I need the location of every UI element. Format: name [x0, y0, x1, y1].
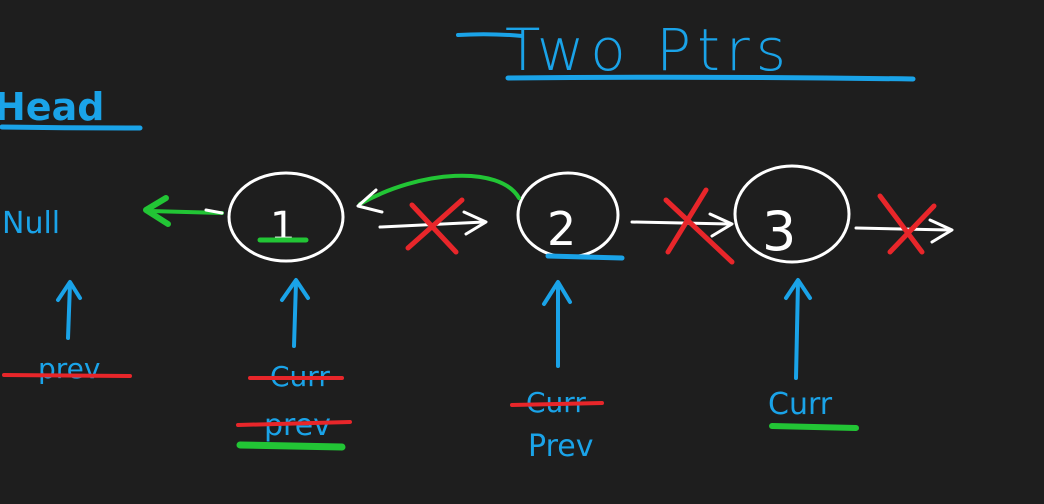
head-label: Head — [0, 85, 104, 129]
node-3-curr-underline — [769, 423, 859, 431]
null-prev-strike — [2, 373, 132, 378]
title-text: Two Ptrs — [505, 16, 792, 84]
node-2-prev-label: Prev — [528, 429, 593, 464]
null-prev-label: prev — [38, 352, 100, 385]
list-node-1 — [227, 171, 345, 263]
reversed-arrow-to-null — [143, 195, 224, 227]
node-2-curr-strike — [510, 401, 604, 407]
title-overline — [456, 32, 524, 38]
pointer-arrow-node-3 — [784, 278, 812, 380]
node-1-prev-strike — [236, 420, 352, 427]
node-1-prev-underline — [236, 441, 346, 451]
pointer-arrow-node-2 — [542, 280, 572, 368]
node-3-curr-label: Curr — [768, 387, 833, 422]
next-arrow-1-to-2 — [378, 197, 488, 255]
node-1-value: 1 — [270, 204, 295, 250]
pointer-arrow-null — [56, 280, 82, 340]
node-2-blue-mark — [545, 253, 625, 261]
node-2-value: 2 — [547, 202, 576, 256]
next-arrow-2-to-3 — [630, 187, 735, 265]
list-node-3 — [733, 164, 851, 264]
title-underline — [505, 74, 916, 82]
node-3-value: 3 — [762, 200, 796, 263]
head-underline — [0, 124, 143, 131]
null-label: Null — [2, 206, 60, 241]
pointer-arrow-node-1 — [280, 278, 310, 348]
next-arrow-3-out — [854, 193, 954, 255]
reversed-arrow-2-to-1 — [356, 173, 521, 214]
